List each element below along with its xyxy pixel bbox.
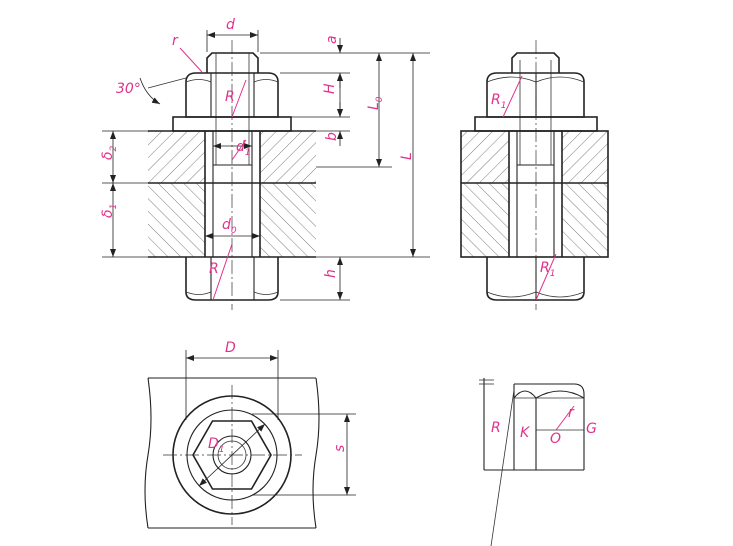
label-K: K xyxy=(520,425,531,441)
side-section-view: R1 R1 xyxy=(460,40,609,310)
front-section-view: d r 30° R d1 d0 R δ2 δ1 xyxy=(100,17,430,310)
top-view: D D1 s xyxy=(144,340,356,529)
label-delta2: δ2 xyxy=(100,145,119,160)
upper-plate-left-hatch xyxy=(148,131,205,183)
label-R-head: R xyxy=(209,261,219,277)
label-R1-nut: R1 xyxy=(491,92,506,111)
upper-plate-right-hatch xyxy=(260,131,316,183)
side-lower-left-hatch xyxy=(461,183,509,257)
label-L: L xyxy=(399,152,415,160)
label-h: h xyxy=(323,269,339,278)
label-r: r xyxy=(172,33,179,49)
side-lower-right-hatch xyxy=(562,183,608,257)
label-angle-30: 30° xyxy=(116,81,141,97)
label-d1: d1 xyxy=(236,139,251,158)
label-D1: D1 xyxy=(208,436,225,455)
side-upper-right-hatch xyxy=(562,131,608,183)
label-H: H xyxy=(322,83,338,94)
label-R-detail: R xyxy=(491,420,501,436)
label-D: D xyxy=(225,340,236,356)
label-d: d xyxy=(226,17,235,33)
label-b: b xyxy=(324,132,340,141)
side-upper-left-hatch xyxy=(461,131,509,183)
label-delta1: δ1 xyxy=(100,204,119,218)
lower-plate-right-hatch xyxy=(260,183,316,257)
label-r-detail: r xyxy=(568,405,575,421)
label-R1-head: R1 xyxy=(540,260,555,279)
label-O: O xyxy=(550,431,561,447)
label-d0: d0 xyxy=(222,217,237,236)
label-G: G xyxy=(586,421,597,437)
label-a: a xyxy=(324,35,340,44)
label-R-nut: R xyxy=(225,89,235,105)
label-L0: L0 xyxy=(366,96,385,110)
lower-plate-left-hatch xyxy=(148,183,205,257)
nut-detail-view: R K O r G xyxy=(479,378,597,546)
label-s: s xyxy=(332,445,348,452)
